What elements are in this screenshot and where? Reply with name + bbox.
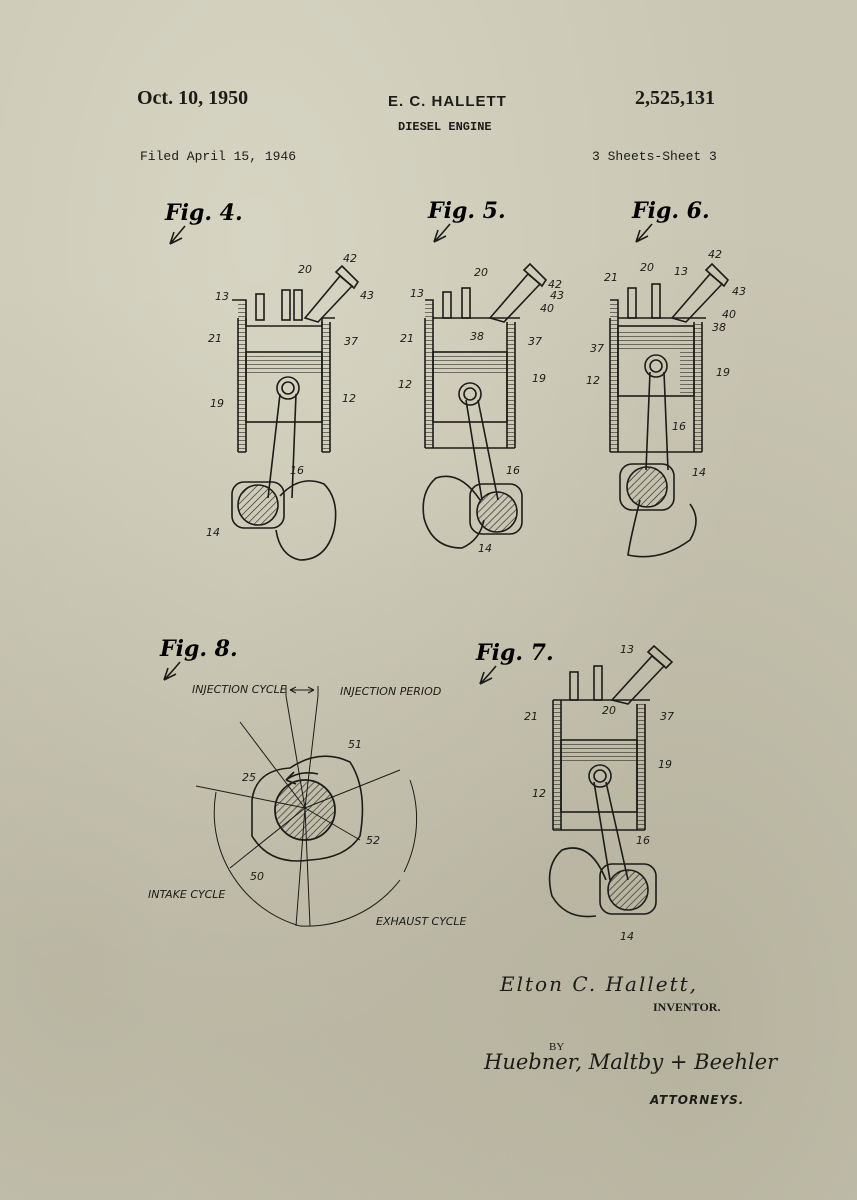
fig7-label: Fig. 7. (475, 640, 554, 666)
svg-text:51: 51 (348, 738, 362, 751)
attorneys-signature: Huebner, Maltby + Beehler (484, 1050, 778, 1074)
fig4-connecting-rod (267, 393, 297, 499)
svg-text:16: 16 (290, 464, 304, 477)
svg-text:38: 38 (712, 321, 726, 334)
svg-text:14: 14 (478, 542, 492, 555)
svg-text:19: 19 (532, 372, 546, 385)
svg-text:38: 38 (470, 330, 484, 343)
fig4-crank (231, 480, 337, 561)
inventor-signature: Elton C. Hallett, (500, 972, 699, 996)
svg-text:21: 21 (208, 332, 222, 345)
patent-number: 2,525,131 (635, 87, 715, 109)
svg-text:21: 21 (400, 332, 414, 345)
fig6-label: Fig. 6. (631, 198, 710, 224)
figure-5: Fig. 5. (398, 198, 564, 555)
svg-text:37: 37 (660, 710, 674, 723)
svg-text:12: 12 (342, 392, 356, 405)
svg-text:40: 40 (540, 302, 554, 315)
fig6-piston (617, 325, 695, 397)
fig5-crank (422, 475, 523, 549)
by-label: BY (549, 1041, 565, 1053)
svg-text:52: 52 (366, 834, 380, 847)
fig6-cylinder (609, 262, 730, 453)
fig8-intake-cycle: INTAKE CYCLE (148, 888, 225, 901)
svg-text:37: 37 (344, 335, 358, 348)
svg-text:13: 13 (620, 643, 634, 656)
svg-text:37: 37 (528, 335, 542, 348)
document-title: DIESEL ENGINE (398, 120, 492, 134)
svg-text:12: 12 (532, 787, 546, 800)
fig4-flourish (169, 225, 186, 245)
svg-text:20: 20 (474, 266, 488, 279)
figure-7: Fig. 7. (475, 640, 674, 943)
fig8-label: Fig. 8. (159, 636, 238, 662)
fig5-connecting-rod (465, 399, 499, 501)
fig4-label: Fig. 4. (164, 200, 243, 226)
svg-text:42: 42 (708, 248, 722, 261)
svg-text:14: 14 (692, 466, 706, 479)
svg-text:20: 20 (640, 261, 654, 274)
svg-text:19: 19 (658, 758, 672, 771)
inventor-header: E. C. HALLETT (388, 93, 507, 110)
svg-text:25: 25 (242, 771, 256, 784)
svg-text:37: 37 (590, 342, 604, 355)
svg-text:21: 21 (524, 710, 538, 723)
svg-text:40: 40 (722, 308, 736, 321)
svg-text:12: 12 (586, 374, 600, 387)
fig5-label: Fig. 5. (427, 198, 506, 224)
fig8-exhaust-cycle: EXHAUST CYCLE (376, 915, 467, 928)
fig8-injection-period: INJECTION PERIOD (340, 685, 441, 698)
fig6-crank (619, 463, 697, 558)
svg-text:43: 43 (732, 285, 746, 298)
patent-date: Oct. 10, 1950 (137, 87, 249, 109)
svg-text:13: 13 (215, 290, 229, 303)
figure-4: Fig. 4. (164, 200, 374, 561)
svg-text:13: 13 (674, 265, 688, 278)
fig6-connecting-rod (645, 371, 669, 471)
inventor-role: INVENTOR. (653, 1000, 721, 1014)
fig8-injection-cycle: INJECTION CYCLE (192, 683, 287, 696)
svg-text:43: 43 (550, 289, 564, 302)
svg-text:42: 42 (548, 278, 562, 291)
svg-text:21: 21 (604, 271, 618, 284)
fig5-piston (432, 351, 508, 423)
figure-6: Fig. 6. (586, 198, 746, 558)
fig7-cylinder (552, 644, 674, 831)
svg-text:20: 20 (298, 263, 312, 276)
svg-text:14: 14 (620, 930, 634, 943)
filed-date: Filed April 15, 1946 (140, 149, 297, 164)
sheet-count: 3 Sheets-Sheet 3 (592, 149, 717, 164)
svg-text:12: 12 (398, 378, 412, 391)
svg-text:20: 20 (602, 704, 616, 717)
svg-text:14: 14 (206, 526, 220, 539)
svg-text:16: 16 (672, 420, 686, 433)
svg-text:42: 42 (343, 252, 357, 265)
fig8-shaft (274, 779, 336, 841)
svg-text:50: 50 (250, 870, 264, 883)
svg-text:16: 16 (636, 834, 650, 847)
fig4-piston (245, 351, 323, 423)
svg-text:16: 16 (506, 464, 520, 477)
svg-text:43: 43 (360, 289, 374, 302)
fig7-piston (560, 739, 638, 813)
fig7-crank (548, 847, 657, 918)
fig4-cylinder (232, 264, 360, 453)
fig8-cam (251, 755, 364, 862)
attorneys-role: ATTORNEYS. (650, 1093, 745, 1107)
svg-text:19: 19 (716, 366, 730, 379)
svg-text:13: 13 (410, 287, 424, 300)
figure-8: Fig. 8. INJECTION CYCLE INJECTION PERIOD… (148, 636, 467, 928)
svg-text:19: 19 (210, 397, 224, 410)
